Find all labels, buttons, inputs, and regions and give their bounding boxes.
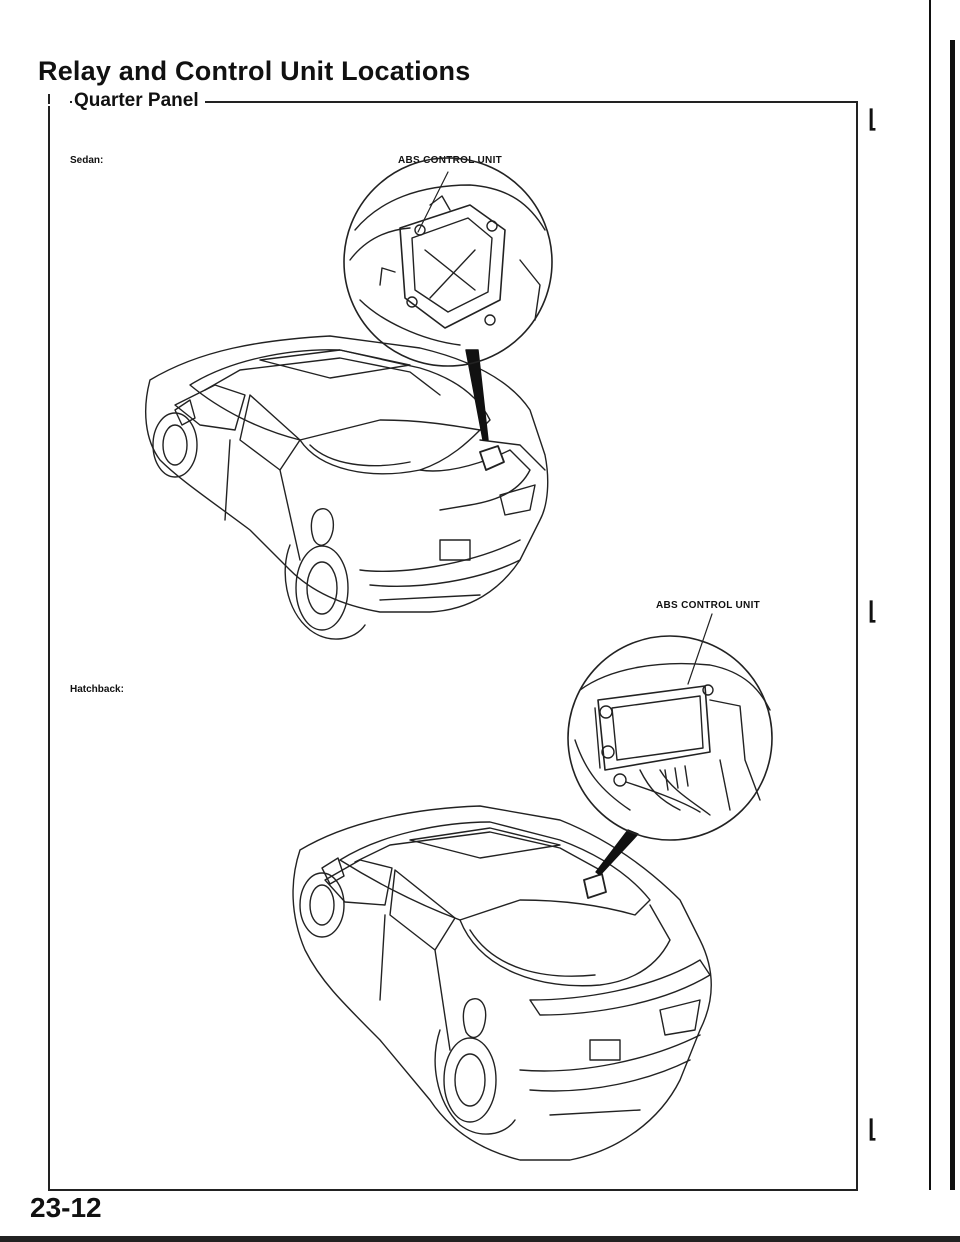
- frame-mask: [46, 92, 70, 106]
- hatchback-pointer: [595, 829, 639, 876]
- section-tick: [48, 94, 50, 104]
- hatchback-inset: [567, 635, 773, 841]
- sedan-car-illustration: [145, 335, 549, 640]
- binding-mark-2: ⌊: [868, 598, 878, 625]
- hatchback-car-illustration: [292, 805, 712, 1161]
- bottom-edge: [0, 1236, 960, 1242]
- sedan-pointer: [465, 349, 489, 441]
- page-title: Relay and Control Unit Locations: [38, 56, 471, 86]
- hatchback-abs-callout: ABS CONTROL UNIT: [656, 600, 761, 611]
- page-edge-rule-2: [950, 40, 955, 1190]
- sedan-abs-marker: [479, 445, 505, 471]
- hatchback-callout-leader: [687, 613, 713, 685]
- binding-mark-3: ⌊: [868, 1116, 878, 1143]
- sedan-abs-callout: ABS CONTROL UNIT: [398, 155, 503, 166]
- page-number: 23-12: [30, 1192, 102, 1223]
- binding-mark-1: ⌊: [868, 106, 878, 133]
- sedan-callout-leader: [417, 171, 449, 233]
- diagram-frame: [48, 101, 858, 1191]
- sedan-label: Sedan:: [70, 155, 104, 166]
- page-edge-rule-1: [929, 0, 931, 1190]
- sedan-inset: [343, 157, 553, 367]
- section-label: Quarter Panel: [72, 90, 205, 112]
- hatchback-label: Hatchback:: [70, 684, 124, 695]
